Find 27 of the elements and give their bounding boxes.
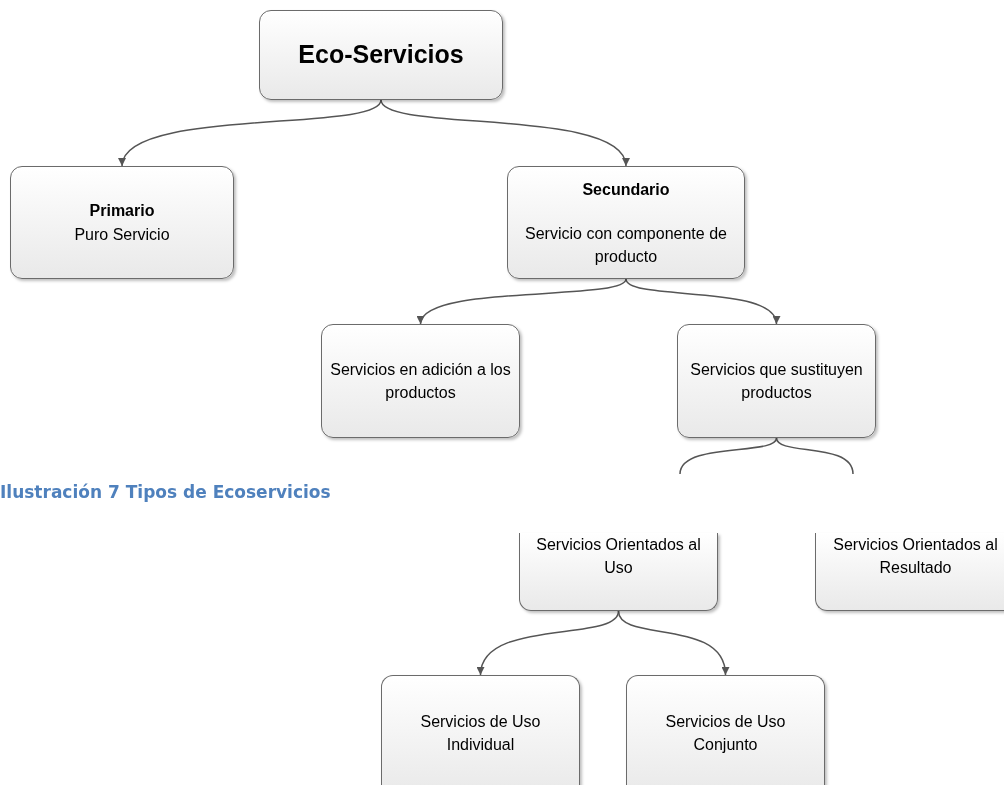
box-text: Servicios Orientados al Uso: [535, 535, 702, 578]
arrow: [419, 278, 627, 325]
rounded-box: [381, 675, 580, 785]
box-text: Servicios de Uso Individual: [419, 712, 542, 755]
rounded-box: [626, 675, 825, 785]
box-text: Servicios en adición a los productos: [330, 360, 511, 403]
box-text: Puro Servicio: [74, 224, 170, 245]
figure-caption: Ilustración 7 Tipos de Ecoservicios: [0, 481, 331, 504]
box-text: Servicio con componente de producto: [524, 223, 728, 267]
arrow: [625, 278, 778, 325]
arrow: [478, 610, 620, 676]
box-text: Servicios que sustituyen productos: [689, 360, 864, 403]
box-text: Servicios Orientados al Resultado: [832, 535, 999, 578]
arrow: [121, 99, 382, 167]
rounded-box: [677, 324, 876, 438]
box-heading: Secundario: [582, 179, 670, 200]
box-text: Eco-Servicios: [298, 39, 464, 71]
arrow: [380, 99, 627, 167]
rounded-box: [259, 10, 503, 100]
rounded-box: [10, 166, 234, 279]
box-heading: Primario: [89, 200, 155, 221]
arrow: [617, 610, 729, 676]
rounded-box: [321, 324, 520, 438]
rounded-box: [507, 166, 745, 279]
rounded-box: [815, 533, 1004, 611]
box-text: Servicios de Uso Conjunto: [664, 712, 787, 755]
rounded-box: [519, 533, 718, 611]
